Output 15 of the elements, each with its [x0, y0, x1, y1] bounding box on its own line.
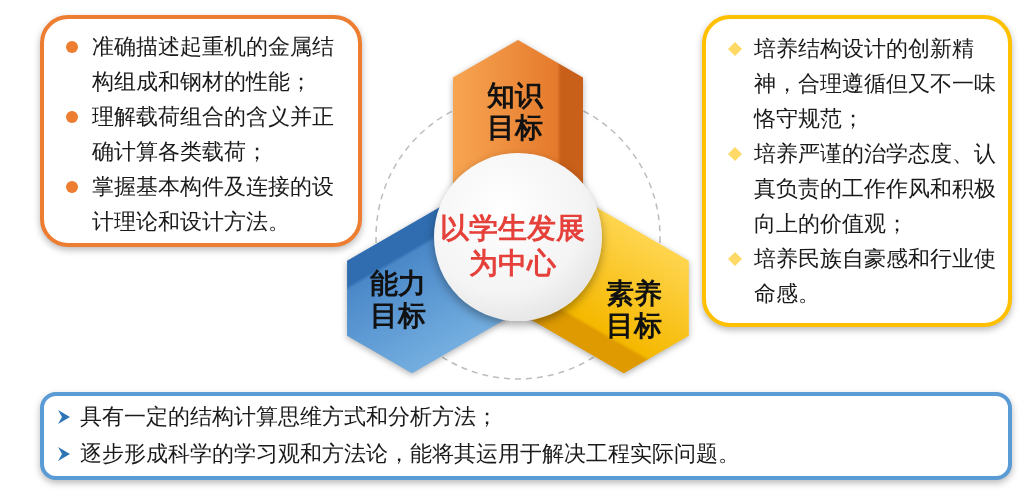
bullet-list-panel	[40, 15, 362, 247]
bullet-text: 培养民族自豪感和行业使命感。	[754, 245, 997, 308]
center-title: 以学生发展为中心	[439, 211, 587, 281]
bullet-list-panel	[702, 15, 1012, 327]
bullet-list-panel	[40, 392, 1012, 480]
bullet-text: 培养结构设计的创新精神，合理遵循但又不一味恪守规范；	[754, 35, 997, 133]
bullet-text: 理解载荷组合的含义并正确计算各类载荷；	[92, 103, 335, 166]
goal-title: 能力目标	[369, 267, 427, 333]
goal-title: 素养目标	[605, 277, 663, 343]
bullet-text: 培养严谨的治学态度、认真负责的工作作风和积极向上的价值观；	[754, 140, 997, 238]
goal-title: 知识目标	[486, 79, 545, 145]
bullet-text: 掌握基本构件及连接的设计理论和设计方法。	[92, 173, 335, 236]
bullet-text: 具有一定的结构计算思维方式和分析方法；	[80, 403, 498, 431]
bullet-text: 逐步形成科学的学习观和方法论，能将其运用于解决工程实际问题。	[80, 440, 740, 468]
bullet-text: 准确描述起重机的金属结构组成和钢材的性能；	[92, 33, 335, 96]
